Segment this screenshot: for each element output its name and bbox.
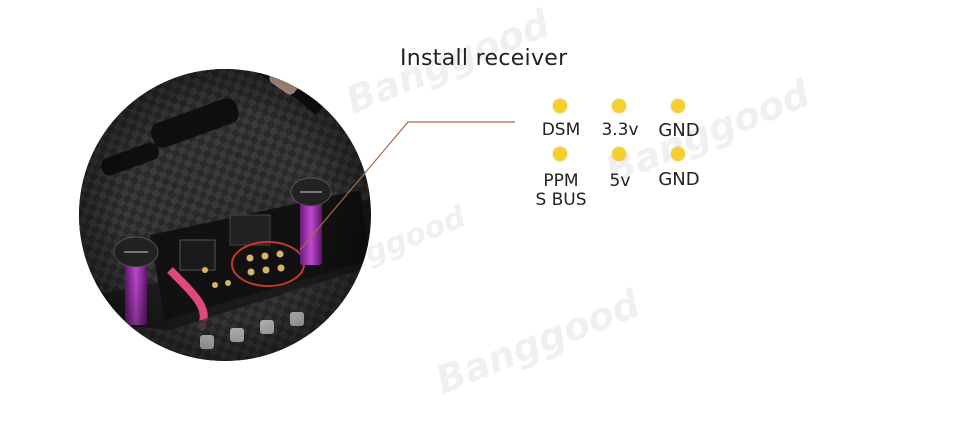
pin-label-5v: 5v: [609, 171, 631, 191]
pin-dot-gnd-2: [671, 147, 685, 161]
pin-dot-5v: [612, 147, 626, 161]
pin-dot-gnd-1: [671, 99, 685, 113]
pin-label-gnd-2: GND: [658, 169, 700, 190]
page-title: Install receiver: [400, 46, 568, 71]
pin-dot-ppm-sbus: [553, 147, 567, 161]
pin-dot-dsm: [553, 99, 567, 113]
callout-line: [299, 121, 515, 251]
pin-dot-3v3: [612, 99, 626, 113]
pin-label-sbus: S BUS: [535, 190, 587, 210]
pin-label-ppm: PPM: [543, 171, 579, 191]
pin-label-gnd-1: GND: [658, 120, 700, 141]
pin-label-3v3: 3.3v: [601, 120, 639, 140]
pin-label-dsm: DSM: [541, 120, 581, 140]
